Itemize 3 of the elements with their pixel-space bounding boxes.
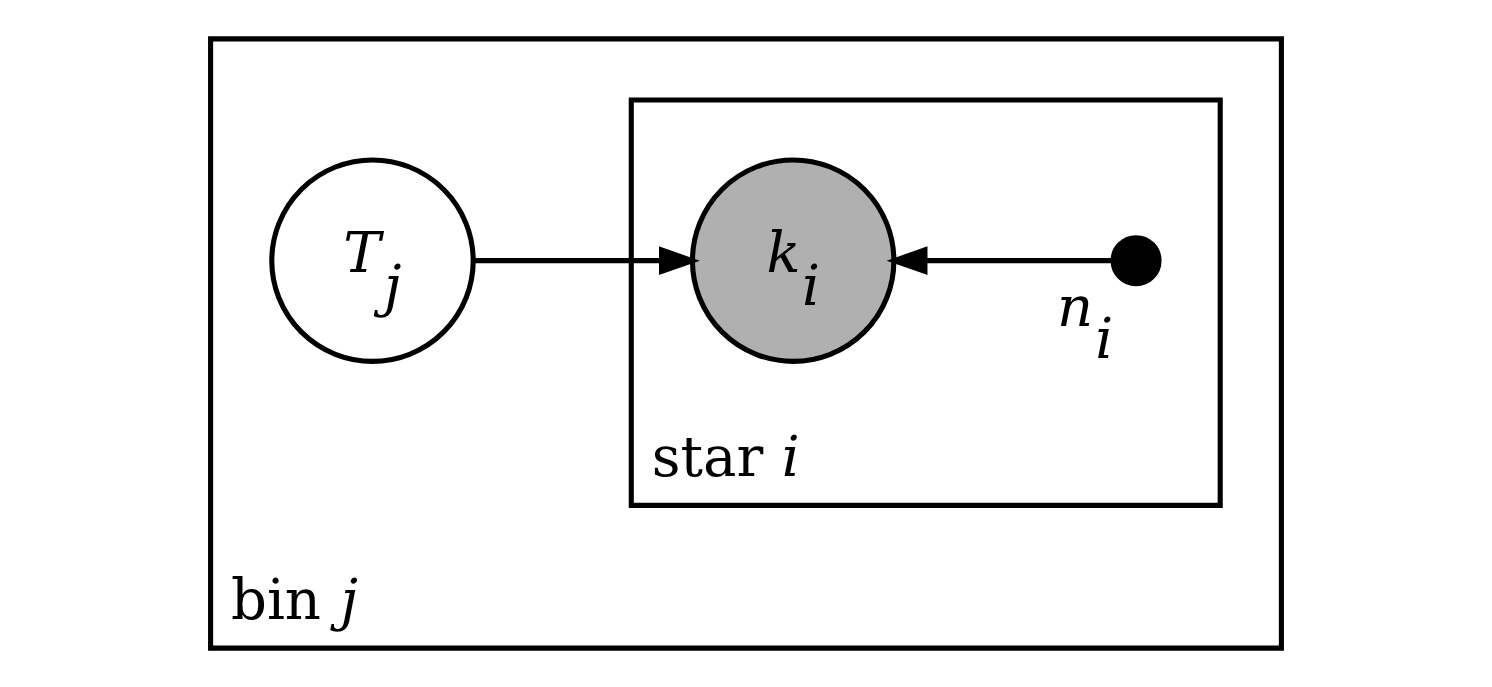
node-circle	[1110, 235, 1162, 287]
arrow	[473, 246, 700, 275]
arrow	[886, 246, 1113, 275]
